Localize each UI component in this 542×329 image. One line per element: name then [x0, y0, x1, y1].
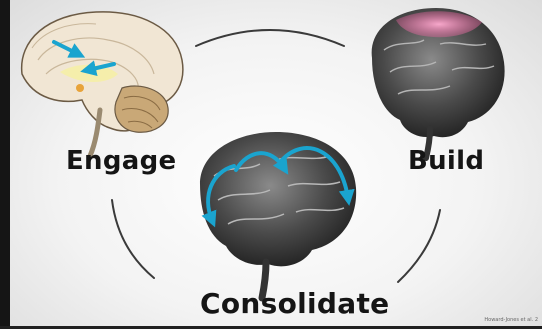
- stage-label-engage: Engage: [66, 146, 176, 176]
- brain-build-icon: [372, 8, 505, 158]
- stage-label-consolidate: Consolidate: [200, 287, 389, 320]
- cycle-arc-right: [398, 210, 440, 282]
- cycle-arc-left: [112, 200, 154, 278]
- brain-cross-section-icon: [22, 12, 183, 156]
- citation-text: Howard-Jones et al. 2: [484, 317, 538, 323]
- cycle-arc-top: [196, 30, 344, 46]
- stage-label-build: Build: [408, 146, 484, 176]
- brain-consolidate-icon: [200, 132, 356, 298]
